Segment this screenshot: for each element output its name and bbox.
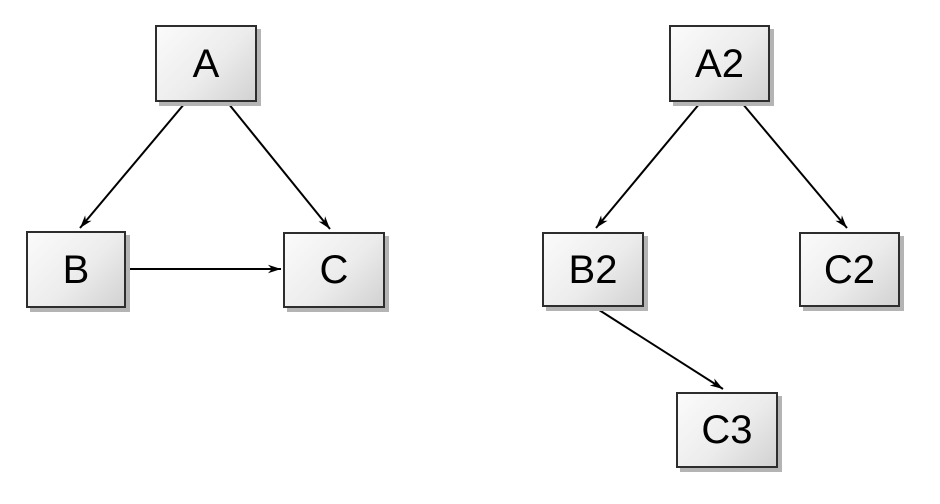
node-C2-label: C2 <box>823 247 876 292</box>
edge-A2-C2 <box>741 102 848 229</box>
node-A2[interactable]: A2 <box>669 25 770 102</box>
node-C-label: C <box>319 248 349 292</box>
edge-B2-C3 <box>595 307 724 390</box>
node-A-label: A <box>192 41 220 86</box>
node-B-label: B <box>62 247 90 292</box>
edge-A-B <box>79 102 186 229</box>
node-C3[interactable]: C3 <box>676 392 778 468</box>
node-C2[interactable]: C2 <box>799 232 900 307</box>
node-A[interactable]: A <box>155 25 257 102</box>
edge-A2-B2 <box>595 102 701 229</box>
node-C[interactable]: C <box>283 232 385 308</box>
node-C3-label: C3 <box>701 408 753 452</box>
node-B2[interactable]: B2 <box>542 232 644 307</box>
node-A2-label: A2 <box>695 41 744 86</box>
node-B[interactable]: B <box>26 231 126 308</box>
edge-A-C <box>227 102 331 230</box>
node-B2-label: B2 <box>568 247 618 292</box>
